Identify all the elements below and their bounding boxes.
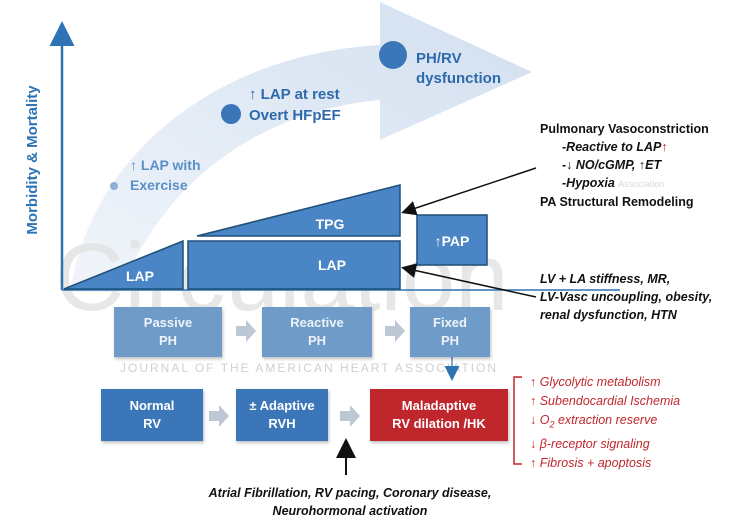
maladaptive-rv-box: Maladaptive RV dilation /HK (370, 389, 508, 441)
stage1-dot (110, 182, 118, 190)
lv-factors-line3: renal dysfunction, HTN (540, 308, 677, 322)
pulmonary-note: Pulmonary Vasoconstriction -Reactive to … (540, 120, 709, 211)
fixed-ph-line1: Fixed (433, 315, 467, 330)
lap-large-block (187, 240, 401, 290)
consequence-bracket (513, 376, 522, 465)
pulmonary-item-2: -↓ NO/cGMP, ↑ET (562, 158, 662, 172)
pulmonary-item-1: -Reactive to LAP (562, 140, 662, 154)
consequence-item: ↑ Glycolytic metabolism (530, 375, 661, 389)
reactive-ph-line1: Reactive (290, 315, 344, 330)
y-axis-label: Morbidity & Mortality (24, 85, 41, 235)
triggers-line2: Neurohormonal activation (272, 504, 428, 518)
lv-factors-line1: LV + LA stiffness, MR, (540, 272, 671, 286)
lv-factors-note: LV + LA stiffness, MR, LV-Vasc uncouplin… (540, 270, 712, 324)
consequence-item: ↓ β-receptor signaling (530, 436, 650, 451)
consequence-item: ↑ Subendocardial Ischemia (530, 394, 681, 408)
triggers-line1: Atrial Fibrillation, RV pacing, Coronary… (208, 486, 492, 500)
stage2-dot (221, 104, 241, 124)
pulmonary-pointer-arrow (401, 167, 537, 216)
tpg-label: TPG (316, 216, 345, 232)
consequence-item: ↑ Fibrosis + apoptosis (530, 455, 652, 470)
stage2-line1: ↑ LAP at rest (249, 86, 340, 103)
fixed-ph-line2: PH (440, 333, 460, 348)
tpg-wedge (196, 184, 401, 237)
passive-ph-line2: PH (158, 333, 178, 348)
rv-consequences-list: ↑ Glycolytic metabolism ↑ Subendocardial… (530, 373, 680, 473)
stage3-line1: PH/RV (416, 50, 462, 67)
stage3-dot (379, 41, 407, 69)
stage1-line1: ↑ LAP with (130, 157, 201, 173)
adaptive-rvh-line1: ± Adaptive (249, 398, 315, 413)
normal-rv-line2: RV (143, 416, 161, 431)
rv-row-arrows (209, 405, 360, 427)
lap-small-label: LAP (126, 268, 154, 284)
pulmonary-up-mark: ↑ (661, 140, 668, 154)
stage1-line2: Exercise (130, 177, 188, 193)
pulmonary-title: Pulmonary Vasoconstriction (540, 122, 709, 136)
progression-sweep-arrow (70, 2, 532, 292)
lap-large-label: LAP (318, 257, 346, 273)
watermark-subtitle: JOURNAL OF THE AMERICAN HEART ASSOCIATIO… (120, 361, 498, 375)
ph-row-arrows (236, 320, 405, 342)
consequence-item: ↓ O2 extraction reserve (530, 413, 658, 430)
pulmonary-item-3: -Hypoxia (562, 176, 615, 190)
maladaptive-rv-line1: Maladaptive (401, 398, 477, 413)
watermark-small: Association (618, 179, 665, 189)
pa-remodeling: PA Structural Remodeling (540, 195, 694, 209)
stage2-line2: Overt HFpEF (249, 107, 341, 124)
triggers-note: Atrial Fibrillation, RV pacing, Coronary… (160, 484, 540, 520)
lap-small-wedge (63, 239, 184, 290)
lv-factors-line2: LV-Vasc uncoupling, obesity, (540, 290, 713, 304)
passive-ph-line1: Passive (143, 315, 193, 330)
adaptive-rvh-line2: RVH (268, 416, 296, 431)
pap-label: ↑PAP (435, 233, 470, 249)
lv-pointer-arrow (401, 263, 537, 298)
stage3-line2: dysfunction (416, 70, 501, 87)
normal-rv-line1: Normal (129, 398, 175, 413)
pap-block (416, 214, 488, 266)
maladaptive-rv-line2: RV dilation /HK (392, 416, 486, 431)
reactive-ph-line2: PH (307, 333, 327, 348)
